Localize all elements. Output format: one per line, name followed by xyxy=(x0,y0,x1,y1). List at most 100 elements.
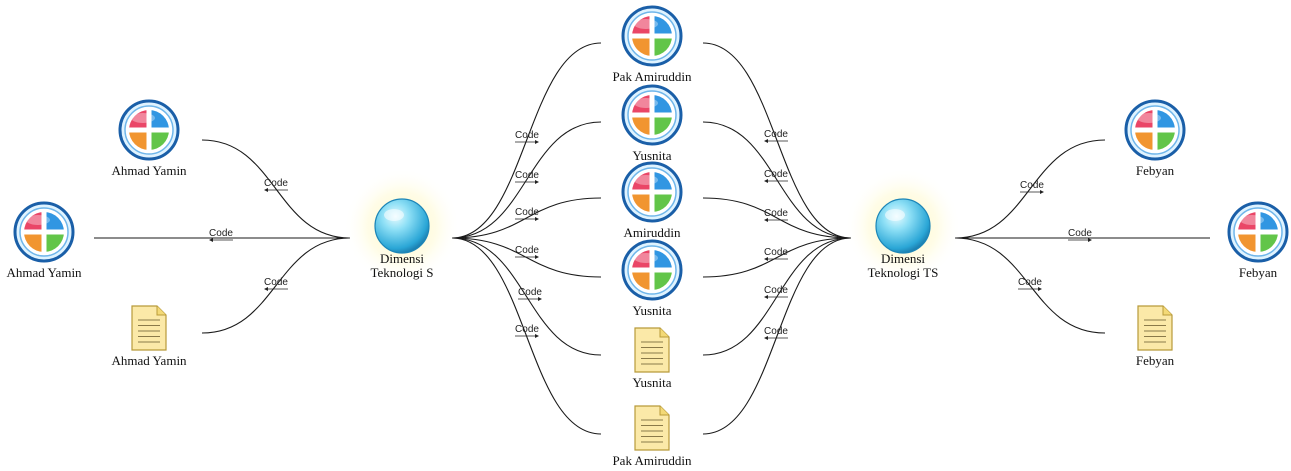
arrow-head-right-icon xyxy=(1038,287,1042,291)
node-label: Ahmad Yamin xyxy=(111,163,187,178)
document-node[interactable]: Ahmad Yamin xyxy=(111,305,187,368)
edge-label-text: Code xyxy=(515,324,539,335)
document-node-icon xyxy=(634,405,670,451)
edge-label-text: Code xyxy=(764,326,788,337)
arrow-head-left-icon xyxy=(264,188,268,192)
edge-label-text: Code xyxy=(515,130,539,141)
edge-label-text: Code xyxy=(264,178,288,189)
arrow-head-left-icon xyxy=(764,139,768,143)
edge-label-text: Code xyxy=(1068,228,1092,239)
arrow-head-right-icon xyxy=(535,140,539,144)
edge-code-label: Code xyxy=(264,178,288,192)
edge-line xyxy=(702,237,852,278)
hub-label-line1: Dimensi xyxy=(881,251,925,266)
document-node[interactable]: Febyan xyxy=(1136,305,1175,368)
arrow-head-left-icon xyxy=(264,287,268,291)
edge-label-text: Code xyxy=(1018,277,1042,288)
arrow-head-left-icon xyxy=(764,218,768,222)
case-node-icon xyxy=(621,161,683,223)
edge-code-label: Code xyxy=(515,170,539,184)
case-node-icon xyxy=(621,84,683,146)
edge-line xyxy=(201,237,351,334)
document-node-icon xyxy=(131,305,167,351)
edge-label-text: Code xyxy=(264,277,288,288)
arrow-head-right-icon xyxy=(1040,190,1044,194)
arrow-head-left-icon xyxy=(209,238,213,242)
edge-line xyxy=(451,237,602,278)
case-node-icon xyxy=(1227,201,1289,263)
edge-label-text: Code xyxy=(764,129,788,140)
case-node[interactable]: Pak Amiruddin xyxy=(612,5,692,84)
edge-code-label: Code xyxy=(764,169,788,183)
edge-label-text: Code xyxy=(518,287,542,298)
node-label: Pak Amiruddin xyxy=(612,69,692,84)
node-label: Yusnita xyxy=(633,148,672,163)
arrow-head-right-icon xyxy=(535,217,539,221)
edge-code-label: Code xyxy=(1068,228,1092,242)
arrow-head-left-icon xyxy=(764,257,768,261)
arrow-head-right-icon xyxy=(535,180,539,184)
document-node[interactable]: Yusnita xyxy=(633,327,672,390)
case-node[interactable]: Amiruddin xyxy=(621,161,683,240)
hub-label-line2: Teknologi TS xyxy=(868,265,939,280)
case-node[interactable]: Yusnita xyxy=(621,239,683,318)
edge-label-text: Code xyxy=(209,228,233,239)
edge-label-text: Code xyxy=(515,245,539,256)
edge-code-label: Code xyxy=(764,285,788,299)
arrow-head-right-icon xyxy=(538,297,542,301)
edge-line xyxy=(451,237,602,356)
edge-label-text: Code xyxy=(764,169,788,180)
node-label: Yusnita xyxy=(633,375,672,390)
hub-label-line1: Dimensi xyxy=(380,251,424,266)
edge-label-text: Code xyxy=(515,170,539,181)
case-node[interactable]: Yusnita xyxy=(621,84,683,163)
hub-node-icon xyxy=(845,168,961,284)
edge-code-label: Code xyxy=(264,277,288,291)
case-node-icon xyxy=(118,99,180,161)
arrow-head-left-icon xyxy=(764,179,768,183)
edge-label-text: Code xyxy=(764,208,788,219)
edge-line xyxy=(201,139,351,239)
case-node[interactable]: Febyan xyxy=(1124,99,1186,178)
edge-code-label: Code xyxy=(764,129,788,143)
edge-code-label: Code xyxy=(515,245,539,259)
edge-code-label: Code xyxy=(1020,180,1044,194)
edge-line xyxy=(451,197,602,239)
edge-label-text: Code xyxy=(764,247,788,258)
edge-line xyxy=(702,121,852,239)
case-node-icon xyxy=(13,201,75,263)
hub-node-icon xyxy=(344,168,460,284)
edge-label-text: Code xyxy=(764,285,788,296)
arrow-head-left-icon xyxy=(764,295,768,299)
hub-label-line2: Teknologi S xyxy=(370,265,433,280)
node-label: Ahmad Yamin xyxy=(6,265,82,280)
edges-layer: CodeCodeCodeCodeCodeCodeCodeCodeCodeCode… xyxy=(94,42,1210,435)
document-node-icon xyxy=(634,327,670,373)
edge-code-label: Code xyxy=(764,247,788,261)
node-label: Ahmad Yamin xyxy=(111,353,187,368)
node-label: Febyan xyxy=(1239,265,1278,280)
arrow-head-right-icon xyxy=(535,255,539,259)
node-label: Yusnita xyxy=(633,303,672,318)
arrow-head-right-icon xyxy=(535,334,539,338)
node-label: Amiruddin xyxy=(623,225,681,240)
case-node[interactable]: Ahmad Yamin xyxy=(6,201,82,280)
edge-line xyxy=(954,139,1106,239)
edge-code-label: Code xyxy=(518,287,542,301)
case-node[interactable]: Febyan xyxy=(1227,201,1289,280)
edge-line xyxy=(702,237,852,435)
node-label: Pak Amiruddin xyxy=(612,453,692,468)
case-node[interactable]: Ahmad Yamin xyxy=(111,99,187,178)
edge-line xyxy=(702,42,852,239)
node-label: Febyan xyxy=(1136,353,1175,368)
edge-code-label: Code xyxy=(764,208,788,222)
edge-code-label: Code xyxy=(515,207,539,221)
edge-code-label: Code xyxy=(515,324,539,338)
document-node[interactable]: Pak Amiruddin xyxy=(612,405,692,468)
arrow-head-left-icon xyxy=(764,336,768,340)
